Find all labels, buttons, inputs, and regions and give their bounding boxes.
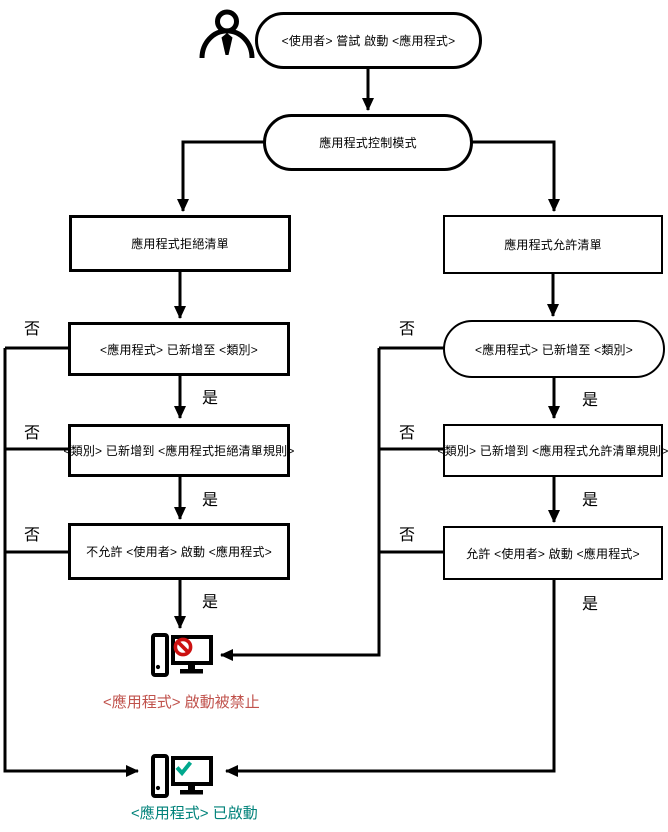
- label-no-right-3: 否: [399, 527, 416, 544]
- node-deny-rule-check: <類別> 已新增到 <應用程式拒絕清單規則>: [63, 424, 294, 477]
- yes-rail-right-to-started: [225, 579, 556, 777]
- node-allow-rule-check: <類別> 已新增到 <應用程式允許清單規則>: [437, 424, 668, 477]
- arrow-mode-to-denylist: [177, 140, 264, 212]
- label-no-right-1: 否: [399, 321, 416, 338]
- label-yes-right-2: 是: [582, 492, 599, 509]
- no-rail-right-to-blocked: [220, 348, 381, 661]
- node-deny-category-check: <應用程式> 已新增至 <類別>: [68, 322, 290, 376]
- check-glyph: [175, 761, 193, 777]
- label-no-left-1: 否: [24, 321, 41, 338]
- node-allow-category-check: <應用程式> 已新增至 <類別>: [443, 320, 665, 378]
- label-no-left-2: 否: [24, 425, 41, 442]
- person-icon: [199, 9, 255, 59]
- caption-blocked: <應用程式> 啟動被禁止: [103, 694, 260, 711]
- label-no-left-3: 否: [24, 527, 41, 544]
- label-yes-left-3: 是: [202, 594, 219, 611]
- caption-started: <應用程式> 已啟動: [131, 805, 258, 822]
- node-deny-action-check: 不允許 <使用者> 啟動 <應用程式>: [68, 523, 290, 580]
- computer-started-icon: [151, 753, 213, 799]
- arrow-mode-to-allowlist: [472, 140, 560, 212]
- label-yes-left-1: 是: [202, 390, 219, 407]
- node-allow-action-check: 允許 <使用者> 啟動 <應用程式>: [443, 526, 663, 580]
- node-control-mode: 應用程式控制模式: [263, 114, 473, 171]
- node-denylist: 應用程式拒絕清單: [69, 215, 291, 272]
- label-yes-left-2: 是: [202, 492, 219, 509]
- label-no-right-2: 否: [399, 425, 416, 442]
- node-allowlist: 應用程式允許清單: [443, 215, 663, 274]
- computer-blocked-icon: [151, 632, 213, 678]
- prohibit-glyph: [173, 637, 193, 657]
- label-yes-right-3: 是: [582, 596, 599, 613]
- node-start: <使用者> 嘗試 啟動 <應用程式>: [255, 12, 482, 69]
- label-yes-right-1: 是: [582, 392, 599, 409]
